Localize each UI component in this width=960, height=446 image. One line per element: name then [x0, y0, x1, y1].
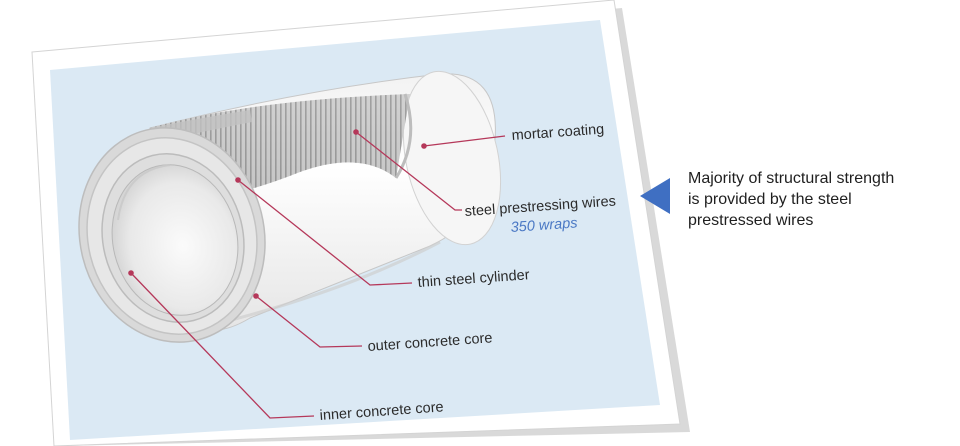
dot-thin-steel-cylinder — [235, 177, 241, 183]
note-line-3: prestressed wires — [688, 212, 814, 229]
note-line-1: Majority of structural strength — [688, 170, 895, 187]
note-text: Majority of structural strength is provi… — [688, 168, 958, 231]
leader-outer-concrete-core — [255, 295, 363, 348]
leader-dots — [128, 129, 427, 299]
note-line-2: is provided by the steel — [688, 191, 852, 208]
dot-inner-concrete-core — [128, 270, 134, 276]
dot-outer-concrete-core — [253, 293, 259, 299]
label-thin-steel-cylinder: thin steel cylinder — [417, 267, 530, 291]
dot-steel-wires — [353, 129, 359, 135]
dot-mortar-coating — [421, 143, 427, 149]
leader-thin-steel-cylinder — [237, 179, 413, 286]
pipe-far-end — [402, 70, 502, 246]
label-350-wraps: 350 wraps — [510, 215, 578, 236]
label-mortar-coating: mortar coating — [511, 122, 605, 144]
leader-lines — [130, 131, 506, 419]
leader-inner-concrete-core — [130, 272, 315, 419]
mortar-cut-edge — [394, 93, 413, 179]
leader-steel-wires — [355, 131, 462, 211]
leader-mortar-coating — [423, 135, 506, 147]
pointer-arrow-icon — [640, 178, 670, 214]
pipe-inner-bore — [111, 164, 239, 316]
